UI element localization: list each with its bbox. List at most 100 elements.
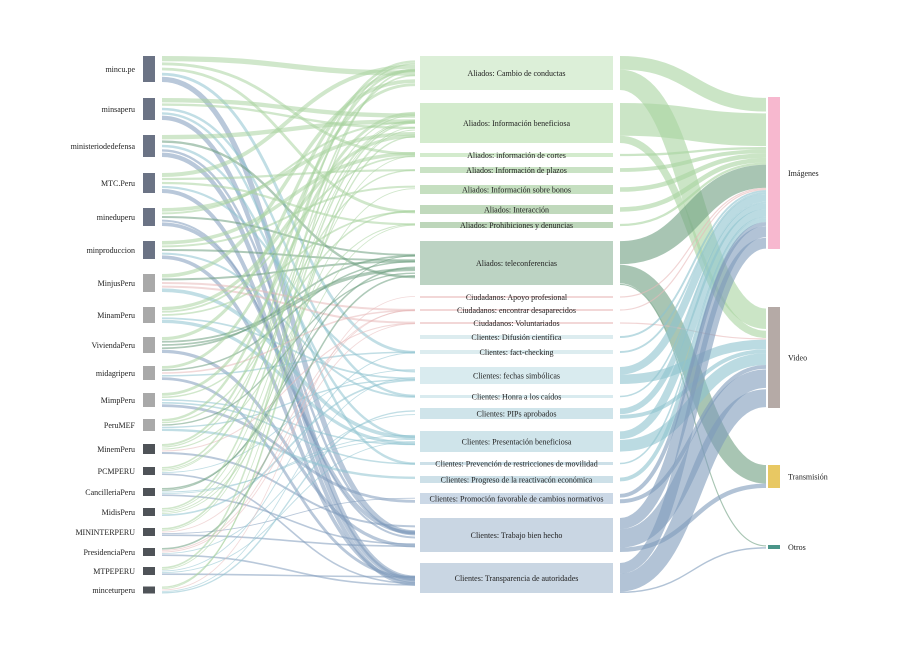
source-node-midagriperu bbox=[143, 366, 155, 380]
flow-a1-to-img bbox=[619, 56, 767, 112]
category-node-c2 bbox=[420, 309, 613, 311]
category-node-k8 bbox=[420, 476, 613, 483]
flow-mininterperu-to-a2 bbox=[161, 122, 416, 530]
flow-c1-to-img bbox=[619, 187, 767, 298]
format-node-otr bbox=[768, 545, 780, 549]
flow-viviendaperu-to-a8 bbox=[161, 269, 416, 346]
source-node-ministeriodedefensa bbox=[143, 135, 155, 157]
flow-minsaperu-to-a2 bbox=[161, 98, 416, 118]
category-node-k5 bbox=[420, 408, 613, 419]
source-label-mininterperu: MININTERPERU bbox=[75, 528, 135, 537]
category-node-a1 bbox=[420, 56, 613, 90]
flow-midisperu-to-k3 bbox=[161, 379, 416, 516]
flow-k11-to-img bbox=[619, 237, 767, 574]
format-label-otr: Otros bbox=[788, 543, 806, 552]
category-node-k10 bbox=[420, 518, 613, 552]
source-label-ministeriodedefensa: ministeriodedefensa bbox=[71, 142, 136, 151]
category-label-c1: Ciudadanos: Apoyo profesional bbox=[466, 293, 568, 302]
source-label-minsaperu: minsaperu bbox=[102, 105, 135, 114]
category-label-k2: Clientes: fact-checking bbox=[480, 348, 554, 357]
flow-presidenciaperu-to-a8 bbox=[161, 274, 416, 550]
source-label-mtpeperu: MTPEPERU bbox=[93, 567, 135, 576]
flow-k10-to-vid bbox=[619, 369, 767, 548]
source-node-minproduccion bbox=[143, 241, 155, 259]
category-label-a2: Aliados: Información beneficiosa bbox=[463, 119, 571, 128]
category-node-c3 bbox=[420, 322, 613, 324]
format-label-vid: Video bbox=[788, 354, 807, 363]
source-label-presidenciaperu: PresidenciaPeru bbox=[83, 548, 135, 557]
flow-cancilleriaperu-to-a8 bbox=[161, 255, 416, 491]
category-label-k8: Clientes: Progreso de la reactivacón eco… bbox=[441, 476, 593, 485]
category-label-k1: Clientes: Difusión científica bbox=[471, 333, 562, 342]
source-label-mineduperu: mineduperu bbox=[97, 213, 135, 222]
flow-midisperu-to-a1 bbox=[161, 74, 416, 510]
format-label-tra: Transmisión bbox=[788, 473, 828, 482]
flow-midisperu-to-a7 bbox=[161, 224, 416, 515]
source-node-minceturperu bbox=[143, 586, 155, 594]
flow-k8-to-img bbox=[619, 218, 767, 482]
category-node-k11 bbox=[420, 563, 613, 593]
source-node-mtc-peru bbox=[143, 173, 155, 193]
flow-minjusperu-to-a8 bbox=[161, 260, 416, 281]
flow-a2-to-img bbox=[619, 103, 767, 147]
flow-minamperu-to-a3 bbox=[161, 155, 416, 313]
flow-mininterperu-to-c2 bbox=[161, 309, 416, 533]
flow-k1-to-img bbox=[619, 190, 767, 338]
flow-midisperu-to-a2 bbox=[161, 120, 416, 511]
flow-minemperu-to-k10 bbox=[161, 452, 416, 528]
flow-presidenciaperu-to-c2 bbox=[161, 309, 416, 551]
flow-midagriperu-to-c2 bbox=[161, 309, 416, 374]
flow-mimpperu-to-k7 bbox=[161, 402, 416, 465]
source-label-pcmperu: PCMPERU bbox=[98, 467, 136, 476]
source-node-mincu-pe bbox=[143, 56, 155, 82]
flow-mininterperu-to-k9 bbox=[161, 497, 416, 535]
source-node-minamperu bbox=[143, 307, 155, 323]
source-label-cancilleriaperu: CancilleriaPeru bbox=[85, 488, 135, 497]
flow-mtc-peru-to-k3 bbox=[161, 185, 416, 373]
format-node-tra bbox=[768, 465, 780, 488]
flow-mtpeperu-to-k11 bbox=[161, 573, 416, 578]
flow-mininterperu-to-a3 bbox=[161, 155, 416, 531]
category-node-k9 bbox=[420, 493, 613, 504]
flow-cancilleriaperu-to-k6 bbox=[161, 434, 416, 495]
flow-minproduccion-to-k11 bbox=[161, 255, 416, 583]
category-node-k7 bbox=[420, 462, 613, 465]
source-label-mimpperu: MimpPeru bbox=[101, 396, 135, 405]
category-label-a4: Aliados: Información de plazos bbox=[466, 166, 567, 175]
source-node-minjusperu bbox=[143, 274, 155, 292]
flow-ministeriodedefensa-to-a2 bbox=[161, 119, 416, 140]
flow-minceturperu-to-k3 bbox=[161, 377, 416, 592]
source-node-perumef bbox=[143, 419, 155, 431]
flow-mtpeperu-to-a1 bbox=[161, 69, 416, 569]
flow-pcmperu-to-a2 bbox=[161, 120, 416, 472]
category-label-k5: Clientes: PIPs aprobados bbox=[477, 410, 557, 419]
flow-minemperu-to-a1 bbox=[161, 68, 416, 446]
source-node-pcmperu bbox=[143, 467, 155, 475]
flow-k5-to-img bbox=[619, 203, 767, 415]
category-label-k3: Clientes: fechas simbólicas bbox=[473, 372, 560, 381]
flow-mtpeperu-to-a2 bbox=[161, 129, 416, 570]
flow-mincu-pe-to-k2 bbox=[161, 72, 416, 354]
flow-minemperu-to-a7 bbox=[161, 223, 416, 450]
flow-pcmperu-to-a1 bbox=[161, 62, 416, 469]
flow-k11-to-otr bbox=[619, 547, 767, 594]
flow-minceturperu-to-a2 bbox=[161, 127, 416, 589]
category-label-a8: Aliados: teleconferencias bbox=[476, 259, 557, 268]
category-label-c3: Ciudadanos: Voluntariados bbox=[473, 319, 559, 328]
category-label-a5: Aliados: Información sobre bonos bbox=[462, 186, 571, 195]
flow-ministeriodedefensa-to-a8 bbox=[161, 140, 416, 279]
category-node-a5 bbox=[420, 185, 613, 194]
source-node-minemperu bbox=[143, 444, 155, 454]
flow-a5-to-img bbox=[619, 153, 767, 192]
category-node-k4 bbox=[420, 395, 613, 398]
flow-k2-to-img bbox=[619, 192, 767, 353]
source-node-midisperu bbox=[143, 508, 155, 516]
category-node-k2 bbox=[420, 350, 613, 354]
flow-c2-to-img bbox=[619, 188, 767, 311]
source-label-midagriperu: midagriperu bbox=[96, 369, 135, 378]
source-node-minsaperu bbox=[143, 98, 155, 120]
source-nodes: mincu.peminsaperuministeriodedefensaMTC.… bbox=[71, 56, 155, 595]
flow-a2-to-vid bbox=[619, 135, 767, 339]
source-label-minproduccion: minproduccion bbox=[87, 246, 135, 255]
